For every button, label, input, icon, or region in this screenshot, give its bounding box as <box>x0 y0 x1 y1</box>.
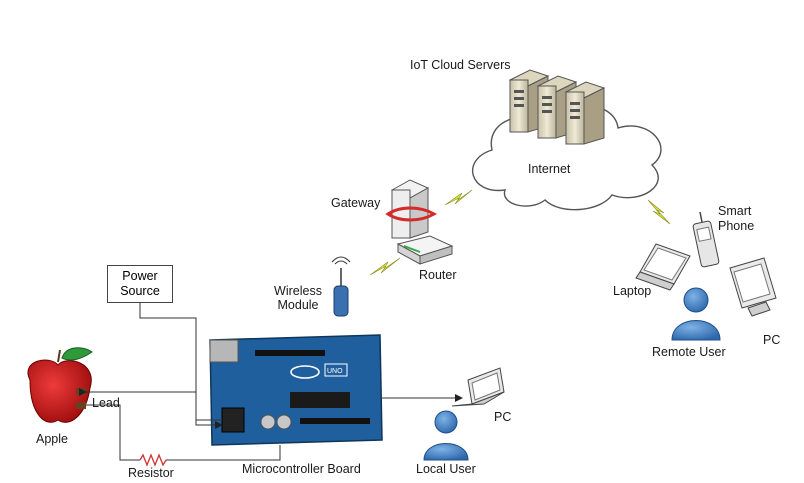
lead-label: Lead <box>92 396 120 410</box>
wires <box>79 302 463 467</box>
gateway-label: Gateway <box>331 196 381 210</box>
router-label: Router <box>419 268 457 282</box>
power-source-box: Power Source <box>107 265 173 303</box>
server-icon <box>564 81 606 145</box>
server-icons <box>508 69 606 145</box>
wireless-module-label-line1: Wireless <box>274 284 322 298</box>
smart-phone-label: Smart Phone <box>718 204 754 234</box>
microcontroller-board-label: Microcontroller Board <box>242 462 361 476</box>
internet-label: Internet <box>528 162 571 176</box>
lightning-icon <box>444 189 473 206</box>
resistor-icon <box>139 453 167 467</box>
apple-label: Apple <box>36 432 68 446</box>
local-user-icon <box>423 410 469 461</box>
smart-phone-label-line2: Phone <box>718 219 755 233</box>
power-source-label-line1: Power <box>122 269 158 283</box>
gateway-icon <box>385 179 438 239</box>
remote-user-label: Remote User <box>652 345 726 359</box>
router-icon <box>396 235 454 265</box>
remote-user-icon <box>671 287 721 341</box>
local-pc-icon <box>451 367 505 407</box>
power-source-label-line2: Source <box>120 284 160 298</box>
board-brand-label: UNO <box>327 368 343 375</box>
laptop-label: Laptop <box>613 284 652 298</box>
wireless-module-label: Wireless Module <box>268 284 328 312</box>
wireless-module-label-line2: Module <box>277 298 319 312</box>
smart-phone-icon <box>692 211 720 268</box>
smart-phone-label-line1: Smart <box>718 204 752 218</box>
resistor-label: Resistor <box>128 466 174 480</box>
lightning-icon <box>647 199 671 225</box>
wireless-module-icon <box>331 256 351 317</box>
microcontroller-board-icon <box>209 334 383 446</box>
laptop-icon <box>635 243 691 291</box>
local-user-label: Local User <box>416 462 476 476</box>
local-pc-label: PC <box>494 410 512 424</box>
apple-icon <box>27 347 93 423</box>
iot-cloud-servers-label: IoT Cloud Servers <box>410 58 511 72</box>
lightning-icon <box>369 257 401 276</box>
remote-pc-icon <box>729 257 777 317</box>
wireless-link-icons <box>369 189 671 276</box>
remote-pc-label: PC <box>763 333 781 347</box>
